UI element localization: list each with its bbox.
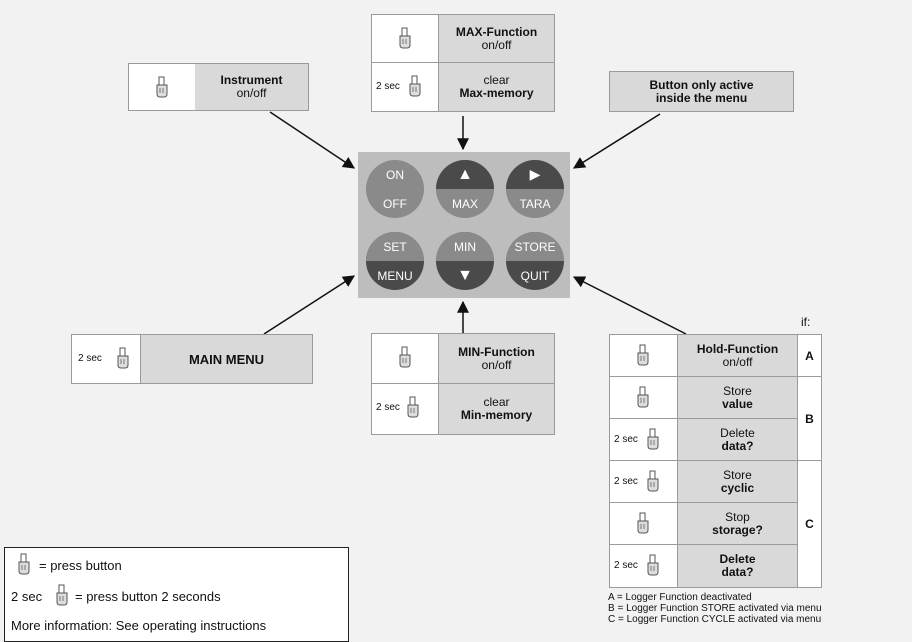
- min-top: MIN: [436, 232, 494, 261]
- press-button-icon: [155, 76, 169, 98]
- group-b-label: B: [797, 377, 821, 461]
- control-panel: ON OFF ▲ MAX ▶ TARA SET MENU MIN ▼ STORE…: [358, 152, 570, 298]
- instrument-sub: on/off: [236, 86, 267, 100]
- logger-row-title: Store: [723, 383, 752, 398]
- press-button-icon: [636, 344, 650, 366]
- logger-row-sub: storage?: [712, 522, 763, 537]
- max-function-sub: on/off: [481, 37, 512, 52]
- max-function-box: MAX-Function on/off 2 sec clear Max-memo…: [371, 14, 555, 112]
- two-sec-label: 2 sec: [376, 402, 400, 413]
- group-a-label: A: [797, 335, 821, 377]
- down-arrow-icon: ▼: [457, 266, 473, 284]
- set-top: SET: [366, 232, 424, 261]
- press-button-icon: [636, 386, 650, 408]
- press-button-icon: [406, 396, 420, 418]
- press-button-icon: [55, 584, 69, 606]
- note-a: A = Logger Function deactivated: [608, 592, 752, 603]
- min-memory-label: Min-memory: [460, 408, 533, 422]
- button-only-box: Button only active inside the menu: [609, 71, 794, 112]
- tara-button[interactable]: ▶ TARA: [506, 160, 564, 218]
- logger-row-title: Store: [723, 467, 752, 482]
- note-b: B = Logger Function STORE activated via …: [608, 603, 822, 614]
- button-only-line1: Button only active: [649, 77, 754, 92]
- main-menu-label: MAIN MENU: [188, 351, 265, 367]
- press-button-icon: [646, 428, 660, 450]
- on-off-top: ON: [386, 167, 404, 182]
- two-sec-label: 2 sec: [614, 476, 638, 487]
- quit-bottom: QUIT: [520, 268, 550, 283]
- legend-more: More information: See operating instruct…: [11, 618, 267, 633]
- right-arrow-icon: ▶: [506, 160, 564, 189]
- two-sec-label: 2 sec: [614, 434, 638, 445]
- button-only-line2: inside the menu: [655, 90, 748, 105]
- min-function-label: MIN-Function: [458, 344, 535, 359]
- legend-two-sec: 2 sec: [11, 589, 43, 604]
- press-button-icon: [116, 347, 130, 369]
- max-clear-label: clear: [483, 73, 510, 87]
- logger-row-sub: value: [722, 396, 753, 411]
- logger-row-sub: on/off: [722, 354, 753, 369]
- up-arrow-icon: ▲: [436, 160, 494, 189]
- min-function-sub: on/off: [481, 357, 512, 372]
- press-button-icon: [398, 27, 412, 49]
- two-sec-label: 2 sec: [78, 353, 102, 364]
- min-function-box: MIN-Function on/off 2 sec clear Min-memo…: [371, 333, 555, 435]
- legend-press-two: = press button 2 seconds: [75, 589, 221, 604]
- instrument-box: Instrument on/off: [128, 63, 309, 111]
- press-button-icon: [17, 553, 31, 575]
- min-clear-label: clear: [483, 395, 510, 409]
- on-off-button[interactable]: ON OFF: [366, 160, 424, 218]
- tara-bottom: TARA: [519, 196, 551, 211]
- note-c: C = Logger Function CYCLE activated via …: [608, 614, 822, 625]
- two-sec-label: 2 sec: [614, 560, 638, 571]
- press-button-icon: [646, 554, 660, 576]
- legend-box: = press button 2 sec = press button 2 se…: [4, 547, 349, 642]
- legend-press: = press button: [39, 558, 122, 573]
- logger-notes: A = Logger Function deactivated B = Logg…: [608, 592, 822, 625]
- menu-bottom: MENU: [377, 268, 413, 283]
- logger-row-title: Delete: [720, 425, 755, 440]
- logger-table: Hold-Function on/off Store value 2 sec D…: [609, 334, 822, 588]
- group-c-label: C: [797, 461, 821, 587]
- press-button-icon: [408, 75, 422, 97]
- logger-row-title: Delete: [719, 552, 756, 566]
- two-sec-label: 2 sec: [376, 81, 400, 92]
- logger-row-sub: data?: [721, 438, 754, 453]
- press-button-icon: [398, 346, 412, 368]
- logger-row-title: Hold-Function: [696, 341, 779, 356]
- store-quit-button[interactable]: STORE QUIT: [506, 232, 564, 290]
- max-function-label: MAX-Function: [455, 24, 538, 39]
- instrument-label: Instrument: [220, 73, 283, 87]
- if-label: if:: [801, 315, 811, 329]
- set-menu-button[interactable]: SET MENU: [366, 232, 424, 290]
- logger-row-title: Stop: [725, 509, 750, 524]
- logger-row-sub: data?: [721, 565, 754, 579]
- on-off-bottom: OFF: [383, 196, 407, 211]
- press-button-icon: [636, 512, 650, 534]
- max-memory-label: Max-memory: [459, 86, 534, 100]
- store-top: STORE: [506, 232, 564, 261]
- press-button-icon: [646, 470, 660, 492]
- max-bottom: MAX: [451, 196, 478, 211]
- logger-row-sub: cyclic: [720, 480, 755, 495]
- main-menu-box: 2 sec MAIN MENU: [71, 334, 313, 384]
- max-button[interactable]: ▲ MAX: [436, 160, 494, 218]
- min-button[interactable]: MIN ▼: [436, 232, 494, 290]
